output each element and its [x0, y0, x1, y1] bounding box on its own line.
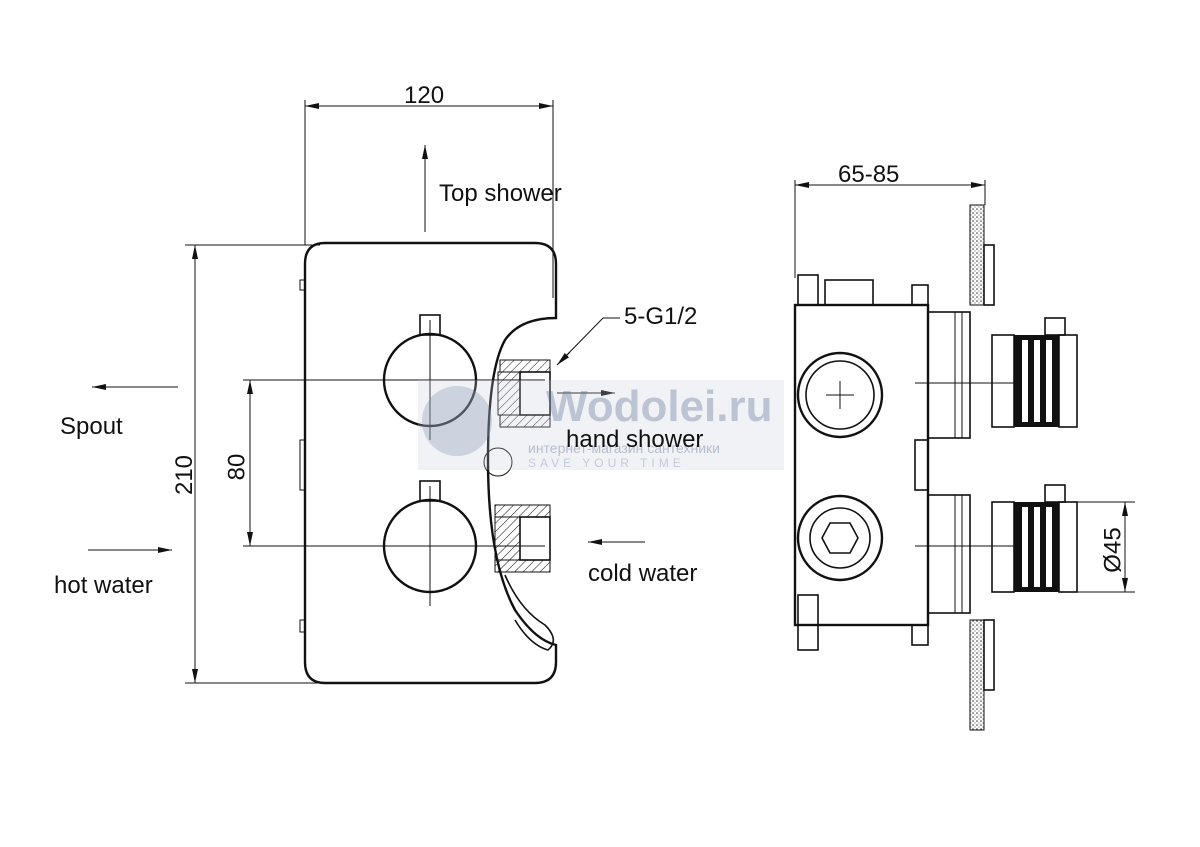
diameter-label: Ø45	[1099, 527, 1127, 573]
watermark-logo	[422, 386, 492, 456]
spacing-label: 80	[223, 453, 251, 481]
spout-label: Spout	[60, 413, 123, 440]
height-label: 210	[171, 454, 199, 496]
depth-label: 65-85	[838, 161, 900, 188]
watermark-brand: Wodolei.ru	[546, 382, 773, 431]
depth-dimension	[794, 180, 986, 278]
top-shower-label: Top shower	[439, 180, 562, 207]
watermark: Wodolei.ru интернет-магазин сантехники S…	[418, 380, 784, 470]
width-dimension	[304, 100, 554, 298]
lower-fitting	[494, 504, 555, 651]
lower-knob	[382, 480, 478, 606]
front-view-body	[303, 241, 558, 685]
width-label: 120	[404, 82, 445, 109]
side-view	[793, 204, 1078, 731]
height-dimension	[185, 244, 320, 684]
upper-fitting	[483, 359, 551, 477]
thread-label: 5-G1/2	[624, 303, 698, 330]
hand-shower-label: hand shower	[566, 426, 704, 453]
watermark-tagline: интернет-магазин сантехники	[528, 440, 720, 456]
spacing-dimension	[243, 379, 545, 547]
cold-water-label: cold water	[588, 560, 698, 587]
watermark-slogan: SAVE YOUR TIME	[528, 456, 685, 470]
thread-leader	[559, 317, 620, 363]
hot-water-label: hot water	[54, 572, 153, 599]
diameter-dimension	[1077, 501, 1135, 593]
